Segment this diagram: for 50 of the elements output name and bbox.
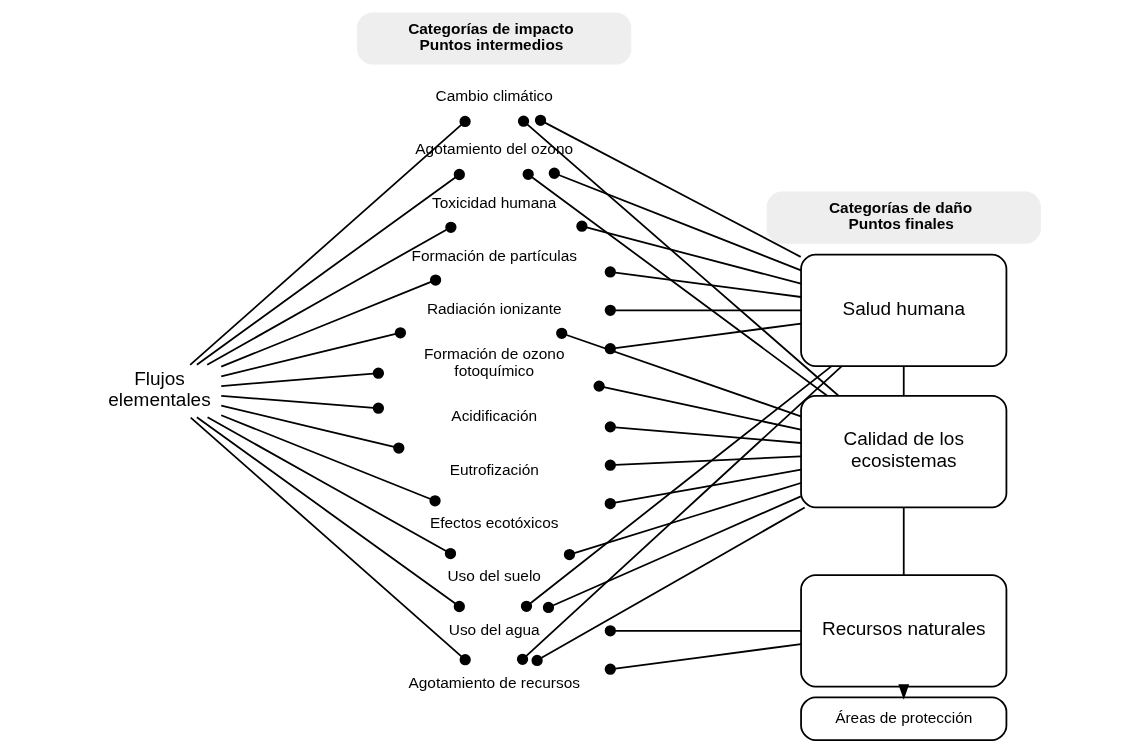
- connector: [517, 115, 840, 397]
- node-box: Categorías de daño Puntos finales: [766, 191, 1041, 244]
- node-box: Salud humana: [800, 253, 1008, 367]
- connector: [548, 167, 802, 272]
- connector: [604, 455, 802, 471]
- connector: [189, 115, 471, 366]
- connector: [576, 220, 802, 285]
- connector: [516, 365, 843, 665]
- connector: [220, 394, 385, 414]
- connector: [196, 168, 465, 366]
- node-text: Efectos ecotóxicos: [429, 514, 559, 532]
- connector: [902, 506, 905, 576]
- connector: [604, 625, 802, 637]
- connector: [531, 506, 806, 667]
- node-text: Flujos elementales: [108, 367, 211, 411]
- connector: [220, 414, 441, 507]
- node-text: Formación de partículas: [411, 246, 577, 264]
- connector: [604, 468, 802, 510]
- connector: [563, 482, 802, 561]
- connector: [542, 495, 802, 614]
- node-text: Cambio climático: [435, 86, 553, 104]
- connector: [220, 274, 442, 368]
- connector: [604, 304, 802, 316]
- connector: [522, 168, 828, 397]
- connector: [604, 266, 802, 298]
- connector: [902, 365, 905, 397]
- connector: [196, 416, 465, 613]
- connector: [556, 327, 802, 418]
- node-box: Áreas de protección: [800, 696, 1008, 741]
- node-text: Uso del suelo: [447, 567, 541, 585]
- node-text: Formación de ozono fotoquímico: [423, 345, 565, 380]
- node-text: Acidificación: [451, 407, 538, 425]
- node-text: Radiación ionizante: [426, 300, 562, 318]
- connector: [604, 322, 802, 355]
- connector: [520, 365, 833, 612]
- connector: [534, 114, 802, 258]
- connector: [189, 416, 471, 666]
- connector: [206, 416, 457, 560]
- connector: [220, 367, 385, 387]
- connector: [593, 380, 802, 431]
- node-text: Eutrofización: [449, 460, 539, 478]
- connector: [604, 421, 802, 444]
- connector: [220, 404, 405, 454]
- node-box: Calidad de los ecosistemas: [800, 394, 1008, 509]
- connector: [220, 327, 407, 378]
- node-text: Agotamiento de recursos: [408, 674, 580, 692]
- connector: [604, 643, 802, 675]
- connector: [206, 221, 457, 366]
- node-text: Toxicidad humana: [432, 193, 557, 211]
- node-text: Uso del agua: [448, 620, 540, 638]
